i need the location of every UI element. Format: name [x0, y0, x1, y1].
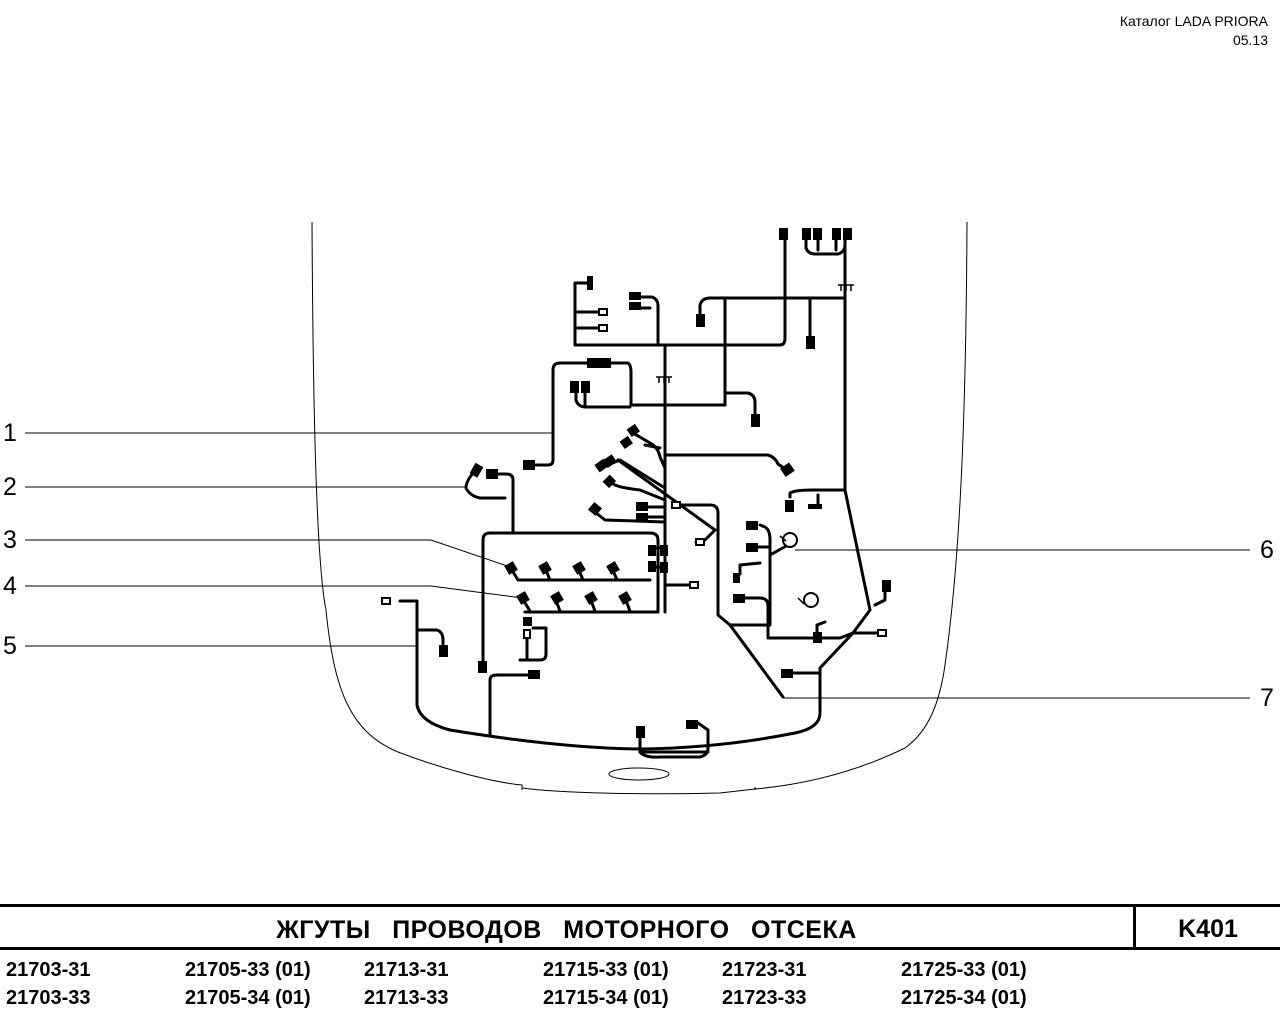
- model-list: 21703-31 21703-33 21705-33 (01) 21705-34…: [0, 956, 1280, 1016]
- callout-7: 7: [1260, 684, 1274, 712]
- model-code: 21715-34 (01): [543, 987, 669, 1009]
- page-title: ЖГУТЫ ПРОВОДОВ МОТОРНОГО ОТСЕКА: [276, 916, 857, 944]
- callout-1: 1: [3, 419, 17, 447]
- model-code: 21703-33: [6, 987, 91, 1009]
- model-code: 21723-31: [722, 959, 807, 981]
- callout-4: 4: [3, 572, 17, 600]
- model-code: 21725-34 (01): [901, 987, 1027, 1009]
- catalog-code: K401: [1133, 907, 1280, 947]
- callout-2: 2: [3, 473, 17, 501]
- model-code: 21705-34 (01): [185, 987, 311, 1009]
- leader-lines: [25, 432, 1250, 699]
- ground-terminals: [656, 284, 854, 605]
- model-code: 21703-31: [6, 959, 91, 981]
- small-terminals: [381, 308, 887, 639]
- wiring-harness-diagram: [25, 221, 1250, 795]
- catalog-date: 05.13: [1232, 32, 1268, 48]
- model-code: 21725-33 (01): [901, 959, 1027, 981]
- title-bar: ЖГУТЫ ПРОВОДОВ МОТОРНОГО ОТСЕКА K401: [0, 904, 1280, 950]
- engine-bay-outline: [311, 221, 968, 795]
- callout-3: 3: [3, 526, 17, 554]
- model-code: 21713-33: [364, 987, 449, 1009]
- callout-6: 6: [1260, 536, 1274, 564]
- harness-connectors: [439, 228, 891, 738]
- model-code: 21705-33 (01): [185, 959, 311, 981]
- model-code: 21723-33: [722, 987, 807, 1009]
- model-code: 21715-33 (01): [543, 959, 669, 981]
- model-code: 21713-31: [364, 959, 449, 981]
- catalog-header: Каталог LADA PRIORA 05.13: [1120, 12, 1268, 50]
- harness-wires: [398, 234, 887, 759]
- callout-5: 5: [3, 632, 17, 660]
- catalog-name: Каталог LADA PRIORA: [1119, 13, 1268, 29]
